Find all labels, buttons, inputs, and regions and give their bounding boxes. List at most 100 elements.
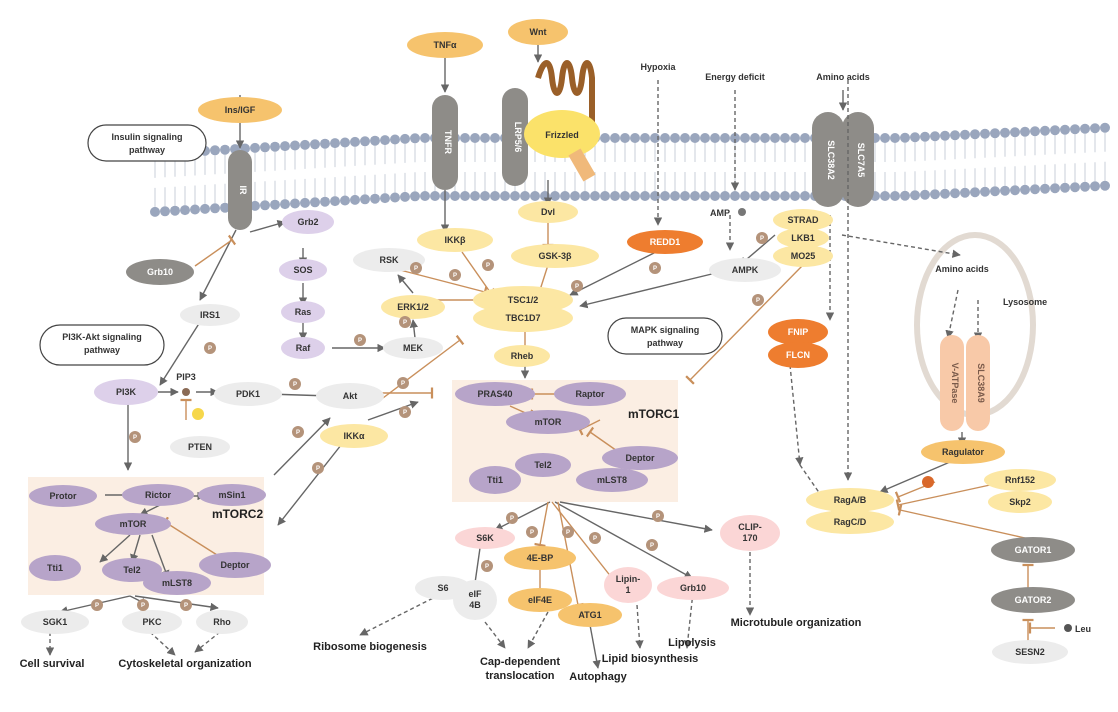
ins-igf-node: [198, 97, 282, 123]
lkb1-node-label: LKB1: [791, 233, 815, 243]
ampk-node: [709, 258, 781, 282]
slc38a2-transporter: [812, 112, 844, 207]
mtorc2-msin1-node-label: mSin1: [218, 490, 245, 500]
lipid-outcome: Lipid biosynthesis: [602, 653, 699, 665]
lrp-receptor: [502, 88, 528, 186]
mo25-node-label: MO25: [791, 251, 816, 261]
edge-13: [409, 319, 419, 339]
phospho-dot-19: [589, 532, 601, 544]
cytoskeletal-outcome: Cytoskeletal organization: [118, 658, 252, 670]
sgk1-node: [21, 610, 89, 634]
mtorc2-msin1-node: [198, 484, 266, 506]
leu-dot: [1064, 624, 1072, 632]
mtorc2-tel2-node: [102, 558, 162, 582]
mtorc1-deptor-node-label: Deptor: [626, 453, 655, 463]
redd1-node-label: REDD1: [650, 237, 681, 247]
pip3-label: PIP3: [176, 372, 196, 382]
clip-node-label-0: CLIP-: [738, 522, 762, 532]
phospho-label-16: P: [510, 516, 514, 522]
mapk-pathway-box-label-1: pathway: [647, 338, 683, 348]
edge-56: [534, 501, 549, 548]
lysosome-label: Lysosome: [1003, 297, 1047, 307]
phospho-label-10: P: [653, 266, 657, 272]
phospho-dot-20: [646, 539, 658, 551]
phospho-dot-17: [526, 526, 538, 538]
tnfr-receptor: [432, 95, 458, 190]
edge-79: [139, 504, 161, 516]
insulin-pathway-box: [87, 124, 207, 162]
ebp-node-label: 4E-BP: [527, 553, 554, 563]
gator1-node: [991, 537, 1075, 563]
mtorc1-pras40-node-label: PRAS40: [477, 389, 512, 399]
phospho-dot-10: [649, 262, 661, 274]
slc38a2-label: SLC38A2: [826, 140, 836, 180]
insulin-pathway-box-label-0: Insulin signaling: [111, 132, 182, 142]
mtorc2-rictor-node-label: Rictor: [145, 490, 172, 500]
edge-53: [789, 364, 804, 466]
ir-receptor: [228, 150, 252, 230]
amp-dot: [738, 208, 746, 216]
flcn-node: [768, 342, 828, 368]
atg1-node-label: ATG1: [578, 610, 601, 620]
phospho-dot-2: [289, 378, 301, 390]
phospho-label-14: P: [358, 338, 362, 344]
atg1-node: [558, 603, 622, 627]
raf-node-label: Raf: [296, 343, 312, 353]
tnfr-label: TNFR: [443, 130, 453, 154]
lipin-node-label-0: Lipin-: [616, 574, 641, 584]
edge-65: [484, 621, 506, 649]
phospho-dot-24: [137, 599, 149, 611]
lipin-node: [604, 567, 652, 603]
erk-node-label: ERK1/2: [397, 302, 429, 312]
edge-38: [685, 264, 804, 385]
edge-15: [159, 321, 201, 386]
dvl-node-label: Dvl: [541, 207, 555, 217]
grb10-left-node: [126, 259, 194, 285]
edge-8: [194, 234, 237, 267]
edge-41: [841, 234, 961, 258]
dvl-node: [518, 201, 578, 223]
ragulator-node-label: Ragulator: [942, 447, 985, 457]
mtorc2-label: mTORC2: [212, 507, 263, 521]
rnf152-node: [984, 469, 1056, 491]
cap-dep-outcome-0: Cap-dependent: [480, 656, 560, 668]
mtorc2-tti-node-label: Tti1: [47, 563, 63, 573]
edge-67: [635, 604, 644, 649]
phospho-dot-14: [354, 334, 366, 346]
mtorc1-pras40-node: [455, 382, 535, 406]
phospho-label-12: P: [756, 298, 760, 304]
mtorc1-mlst8-node: [576, 468, 648, 492]
edge-59: [559, 501, 713, 533]
mtorc1-mtor-node-label: mTOR: [535, 417, 562, 427]
tbc1d7-node: [473, 304, 573, 332]
mtorc2-protor-node: [29, 485, 97, 507]
eif4b-node-label-1: 4B: [469, 600, 481, 610]
mtorc2-deptor-node-label: Deptor: [221, 560, 250, 570]
ras-node-label: Ras: [295, 307, 312, 317]
edge-14: [397, 274, 414, 294]
phospho-dot-16: [506, 512, 518, 524]
microtubule-outcome: Microtubule organization: [731, 617, 862, 629]
receptors: [228, 60, 874, 230]
ir-label: IR: [238, 186, 248, 196]
ikkb-node-label: IKKβ: [445, 235, 466, 245]
ikkb-node: [417, 228, 493, 252]
edge-83: [161, 516, 226, 561]
edge-66: [527, 611, 549, 649]
gator1-node-label: GATOR1: [1015, 545, 1052, 555]
mtorc2-deptor-node: [199, 552, 271, 578]
vatpase-node: [940, 335, 964, 431]
ragc-node-label: RagC/D: [834, 517, 867, 527]
mtorc1-label: mTORC1: [628, 407, 679, 421]
insulin-pathway-box-label-1: pathway: [129, 145, 165, 155]
cell-survival-outcome: Cell survival: [20, 658, 85, 670]
phospho-label-3: P: [296, 430, 300, 436]
fnip-node: [768, 319, 828, 345]
sesn2-node-label: SESN2: [1015, 647, 1045, 657]
phospho-dot-11: [756, 232, 768, 244]
grb2-node: [282, 210, 334, 234]
phospho-dot-25: [180, 599, 192, 611]
phospho-label-18: P: [566, 530, 570, 536]
grb10-right-node: [657, 576, 729, 600]
lipolysis-outcome: Lipolysis: [668, 637, 716, 649]
